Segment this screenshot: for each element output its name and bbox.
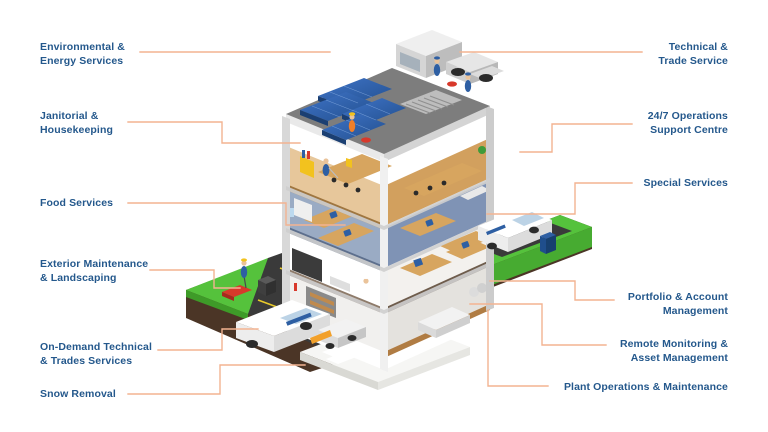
roof-exhaust-grille xyxy=(400,90,462,114)
roof-level xyxy=(286,30,504,154)
building-frame xyxy=(282,106,494,372)
label-special-services[interactable]: Special Services xyxy=(643,177,728,189)
ev-charging-station xyxy=(540,232,556,254)
skid-steer-loader xyxy=(310,319,366,349)
label-environmental-energy-services[interactable]: Environmental & Energy Services xyxy=(40,41,125,67)
label-remote-monitoring-asset-management[interactable]: Remote Monitoring & Asset Management xyxy=(619,338,728,364)
solar-panel-array xyxy=(300,78,406,145)
outdoor-waste-bin xyxy=(258,276,276,296)
label-operations-support-centre[interactable]: 24/7 Operations Support Centre xyxy=(647,110,728,136)
roof-technicians xyxy=(348,56,472,143)
label-food-services[interactable]: Food Services xyxy=(40,197,114,209)
label-on-demand-technical-trades-services[interactable]: On-Demand Technical & Trades Services xyxy=(40,341,152,367)
landscaper-with-mower xyxy=(222,258,252,301)
label-janitorial-housekeeping[interactable]: Janitorial & Housekeeping xyxy=(40,110,113,136)
label-exterior-maintenance-landscaping[interactable]: Exterior Maintenance & Landscaping xyxy=(40,258,149,284)
janitorial-cart xyxy=(300,150,314,178)
service-van-right xyxy=(478,208,552,252)
label-technical-trade-service[interactable]: Technical & Trade Service xyxy=(658,41,728,67)
cleaner-figure xyxy=(322,158,339,179)
hvac-units xyxy=(446,52,504,84)
chef-figure xyxy=(362,275,370,296)
label-plant-operations-maintenance[interactable]: Plant Operations & Maintenance xyxy=(563,381,728,393)
label-snow-removal[interactable]: Snow Removal xyxy=(40,388,116,400)
label-portfolio-account-management[interactable]: Portfolio & Account Management xyxy=(627,291,728,317)
